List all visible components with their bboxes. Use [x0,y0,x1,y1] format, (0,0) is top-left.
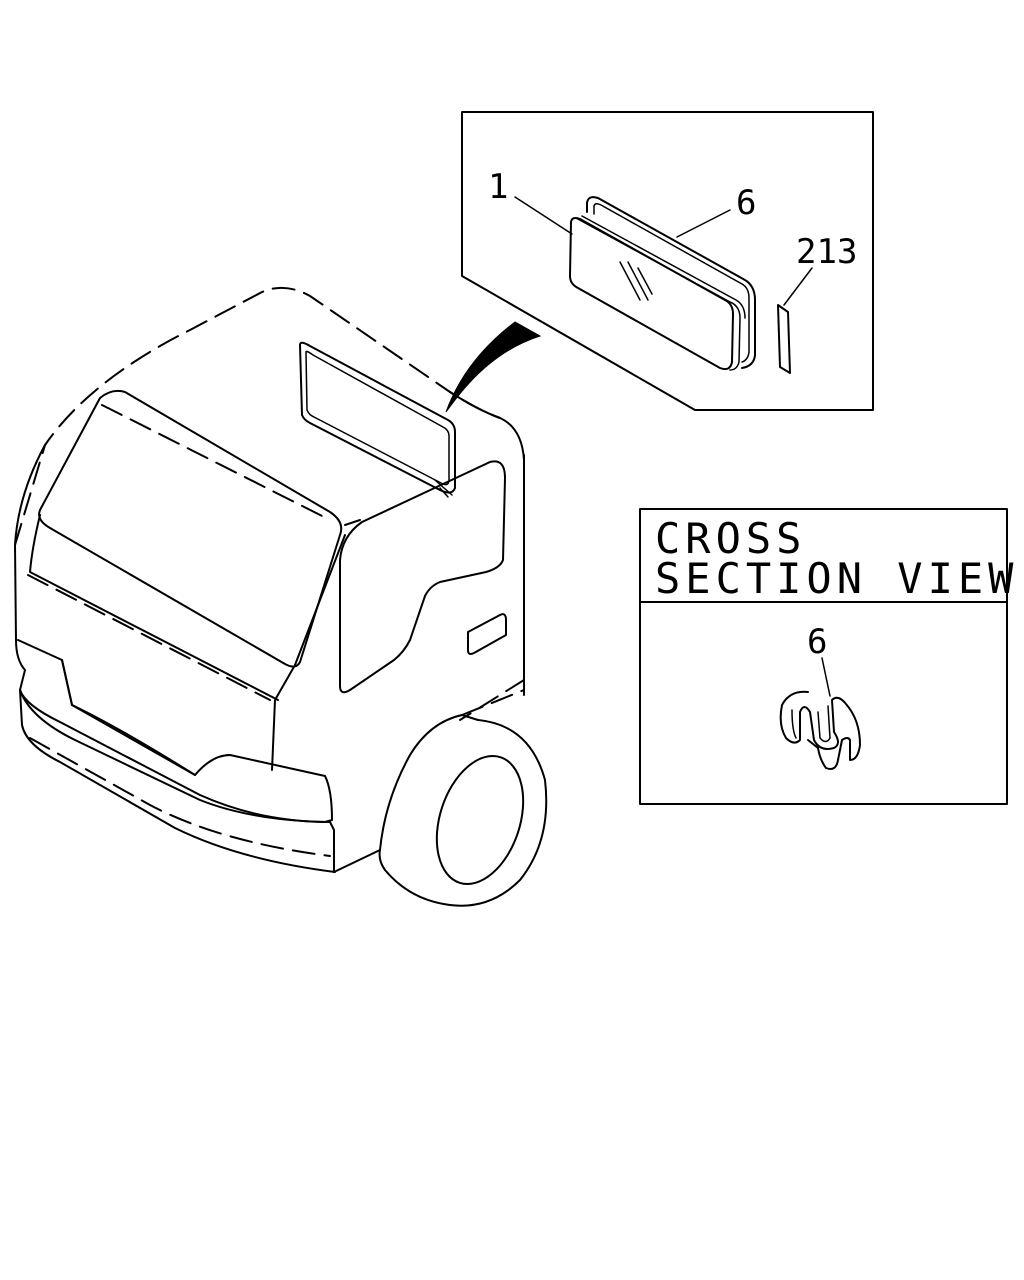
glass-part-edge-2 [581,215,746,319]
glass-reflection-marks [619,261,653,301]
cab-rear-corner [449,391,525,696]
cross-section-frame [639,508,1008,805]
detail-pointer-arrow [445,321,542,413]
wheel-arch-dash [461,689,525,716]
callout-glass: 1 [488,167,508,207]
part-213-strip [777,304,791,374]
grille-line [61,659,196,776]
glass-part-edge [575,217,741,371]
cab-rear-dash [459,454,525,721]
truck-cab [14,286,548,907]
leader-weatherstrip [676,209,731,238]
exploded-detail-panel: 1 6 213 [461,111,874,411]
cab-front-dash [27,574,271,701]
weatherstrip-part [586,196,756,369]
callout-part-213: 213 [796,232,857,272]
cross-section-panel: CROSS SECTION VIEW 6 [639,508,1018,805]
wheel-arch [333,714,479,873]
bumper-lower-dash [29,737,331,857]
weatherstrip-profile [779,690,861,770]
cross-section-title-line1: CROSS [655,514,806,563]
callout-weatherstrip: 6 [736,183,756,223]
callout-section-weatherstrip: 6 [807,622,827,662]
weatherstrip-inner [593,202,750,363]
cab-front-panel [17,639,333,823]
cab-front-top [29,514,279,701]
door-mirror-arm [344,519,361,526]
a-pillar [271,534,346,771]
door-handle [467,613,507,655]
windshield [38,389,343,668]
wheel-tire [378,719,548,907]
cab-left-side [14,444,336,873]
leader-glass [514,196,573,235]
wheel-rim [435,755,525,885]
door-window [339,460,506,694]
cross-section-title-line2: SECTION VIEW [655,554,1018,603]
detail-panel-frame [461,111,874,411]
rear-window-seal [305,350,450,486]
rear-window-lower-lines [434,479,453,498]
leader-section-weatherstrip [821,657,831,697]
rear-window-glass [299,341,456,494]
windshield-inner-dash [101,404,331,521]
bumper [19,689,335,873]
weatherstrip-profile-inner [791,705,831,743]
leader-213 [783,267,813,306]
cab-roof-outline [14,286,501,546]
